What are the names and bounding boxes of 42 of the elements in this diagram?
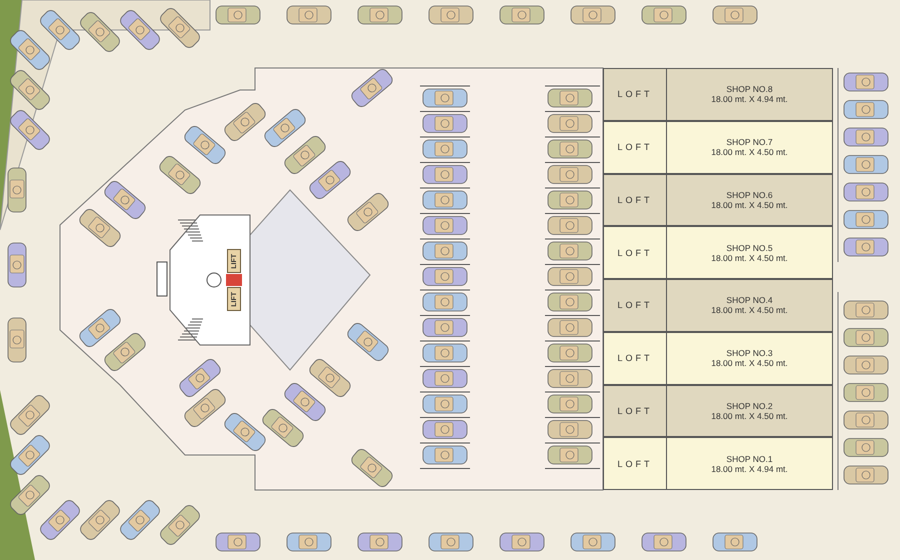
- dimension-text: 18.00 mt. X 4.50 mt.: [711, 252, 788, 263]
- room-label: LOFT: [617, 458, 652, 469]
- room-label: LOFT: [617, 300, 652, 310]
- shop-number: SHOP NO.8: [726, 84, 773, 94]
- shop-unit: [666, 68, 833, 121]
- room-label: LOFT: [617, 89, 652, 100]
- shop-unit: [666, 384, 833, 438]
- loft-box: [603, 384, 667, 438]
- dimension-text: 18.00 mt. X 4.94 mt.: [711, 464, 788, 474]
- shop-number: SHOP NO.3: [726, 348, 773, 358]
- dimension-text: 18.00 mt. X 4.50 mt.: [711, 200, 788, 210]
- room-label: LOFT: [617, 142, 652, 152]
- loft-box: [603, 68, 667, 121]
- shop-number: SHOP NO.7: [726, 137, 773, 148]
- shop-unit: [666, 174, 833, 226]
- room-label: LOFT: [617, 406, 652, 416]
- shop-number: SHOP NO.4: [726, 295, 773, 306]
- loft-box: [603, 437, 667, 490]
- dimension-text: 18.00 mt. X 4.50 mt.: [711, 358, 788, 368]
- dimension-text: 18.00 mt. X 4.94 mt.: [711, 94, 788, 104]
- loft-box: [603, 332, 667, 384]
- lift-box: [227, 249, 241, 273]
- room-label: LOFT: [617, 248, 652, 258]
- shop-number: SHOP NO.2: [726, 400, 773, 411]
- dimension-text: 18.00 mt. X 4.50 mt.: [711, 305, 788, 316]
- loft-box: [603, 120, 667, 174]
- shop-number: SHOP NO.6: [726, 190, 773, 200]
- shop-unit: [666, 226, 833, 279]
- shop-unit: [666, 120, 833, 174]
- shop-number: SHOP NO.1: [726, 454, 773, 464]
- shop-unit: [666, 332, 833, 384]
- room-label: LOFT: [617, 353, 652, 364]
- shop-number: SHOP NO.5: [726, 242, 773, 253]
- loft-box: [603, 174, 667, 226]
- dimension-text: 18.00 mt. X 4.50 mt.: [711, 410, 788, 421]
- room-label: LOFT: [617, 194, 652, 205]
- lift-box: [227, 287, 241, 311]
- loft-box: [603, 226, 667, 279]
- dimension-text: 18.00 mt. X 4.50 mt.: [711, 147, 788, 158]
- loft-box: [603, 279, 667, 332]
- shop-unit: [666, 279, 833, 332]
- shop-unit: [666, 437, 833, 490]
